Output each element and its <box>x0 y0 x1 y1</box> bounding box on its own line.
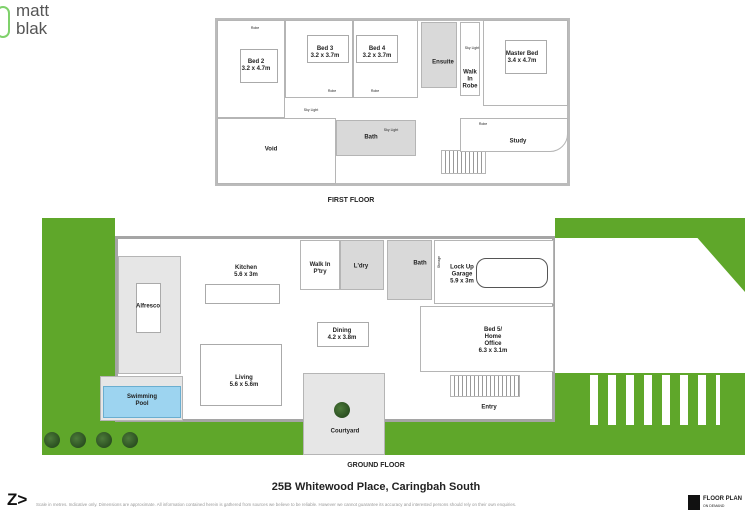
room-label-walk-in-pantry: Walk In P'try <box>309 262 331 275</box>
master-bed-bed <box>505 40 547 74</box>
driveway-pavers <box>590 375 720 425</box>
brand-logo-mark <box>0 6 10 38</box>
pool-water <box>103 386 181 418</box>
skylight-label: Sky Light <box>303 108 319 112</box>
alfresco-table <box>136 283 161 333</box>
first-floor-bath <box>336 120 416 156</box>
room-label-ensuite: Ensuite <box>432 59 454 66</box>
entry-stairs <box>450 375 520 397</box>
car <box>476 258 548 288</box>
robe-label: Robe <box>327 89 337 93</box>
garden-tree-icon <box>122 432 138 448</box>
bed-2-bed <box>240 49 278 83</box>
void <box>217 118 336 184</box>
room-label-bath: Bath <box>364 134 378 141</box>
brand-logo: matt blak <box>0 2 90 42</box>
room-label-laundry: L'dry <box>353 263 369 270</box>
bed-5-home-office <box>420 306 554 372</box>
robe-label: Robe <box>250 26 260 30</box>
walk-in-pantry <box>300 240 340 290</box>
floorplan-logo: FLOOR PLAN ON DEMAND <box>688 495 750 513</box>
floorplan-logo-line2: ON DEMAND <box>703 504 725 508</box>
first-floor-heading: FIRST FLOOR <box>327 197 375 204</box>
room-label-walk-in-robe: Walk In Robe <box>462 69 478 90</box>
garden-tree-icon <box>96 432 112 448</box>
walk-in-robe <box>460 22 480 96</box>
ensuite <box>421 22 457 88</box>
stairs <box>441 150 486 174</box>
side-path <box>115 218 555 238</box>
storage-label: Storage <box>437 255 441 269</box>
property-address: 25B Whitewood Place, Caringbah South <box>271 481 481 493</box>
disclaimer: Scale in metres. Indicative only. Dimens… <box>36 502 517 507</box>
kitchen-island <box>205 284 280 304</box>
robe-label: Robe <box>370 89 380 93</box>
dining-table <box>317 322 369 347</box>
room-label-bath: Bath <box>413 260 427 267</box>
brand-name-line1: matt <box>16 1 50 20</box>
garden-tree-icon <box>70 432 86 448</box>
driveway <box>555 238 745 373</box>
room-label-study: Study <box>509 138 527 145</box>
bed-4-bed <box>356 35 398 63</box>
brand-name-line2: blak <box>16 19 48 38</box>
room-label-alfresco: Alfresco <box>135 303 161 310</box>
sofa <box>200 344 282 406</box>
room-label-courtyard: Courtyard <box>330 428 360 435</box>
laundry <box>340 240 384 290</box>
room-label-void: Void <box>264 146 278 153</box>
room-label-entry: Entry <box>481 404 497 411</box>
alfresco <box>118 256 181 374</box>
ground-floor-bath <box>387 240 432 300</box>
skylight-label: Sky Light <box>464 46 480 50</box>
robe-label: Robe <box>478 122 488 126</box>
bed-3-bed <box>307 35 349 63</box>
courtyard-tree-icon <box>334 402 350 418</box>
study <box>460 118 568 152</box>
garden-tree-icon <box>44 432 60 448</box>
skylight-label: Sky Light <box>383 128 399 132</box>
ground-floor-heading: GROUND FLOOR <box>347 462 405 469</box>
room-label-swimming-pool: Swimming Pool <box>126 394 157 407</box>
floorplan-logo-mark <box>688 495 700 510</box>
z-logo: Z> <box>7 490 28 509</box>
floorplan-logo-line1: FLOOR PLAN <box>703 496 742 502</box>
